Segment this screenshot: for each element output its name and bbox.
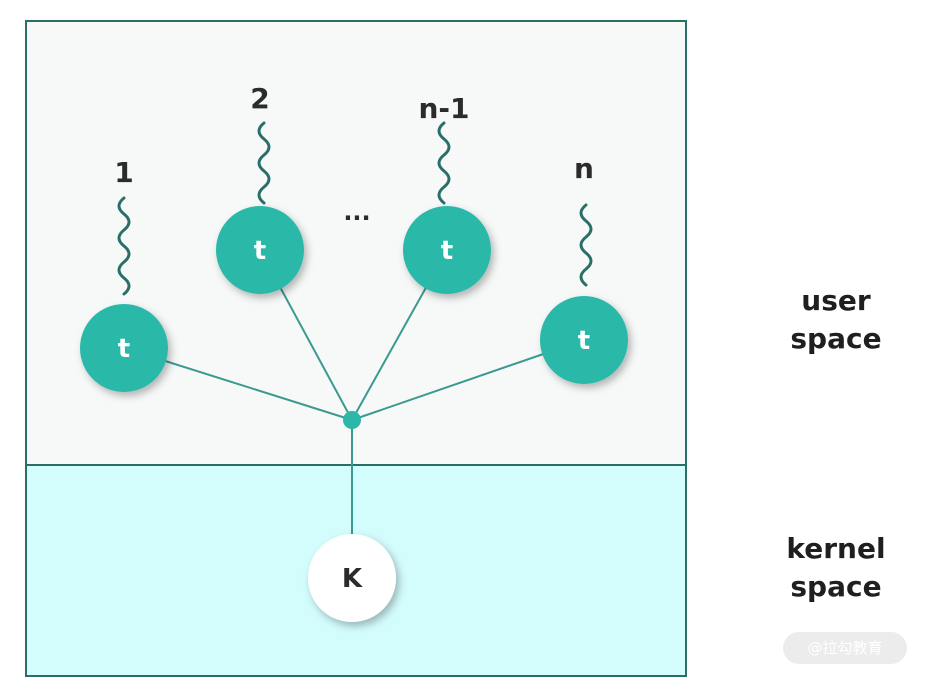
thread-label-n: n (574, 152, 594, 185)
user-space-label: user space (756, 282, 916, 358)
thread-node-label: t (441, 236, 453, 266)
junction-dot (343, 411, 361, 429)
thread-label-2: 2 (250, 82, 269, 115)
watermark-badge: @拉勾教育 (783, 632, 907, 664)
thread-node-1: t (80, 304, 168, 392)
kernel-space-label-line1: kernel (786, 532, 886, 565)
wave-thread-2 (257, 121, 271, 205)
thread-node-n-1: t (403, 206, 491, 294)
wave-thread-n-1 (437, 121, 451, 205)
kernel-space-label-line2: space (790, 570, 882, 603)
user-space-label-line1: user (801, 284, 871, 317)
ellipsis: ... (343, 198, 370, 226)
kernel-node-label: K (342, 564, 363, 594)
user-space-label-line2: space (790, 322, 882, 355)
wave-thread-n (579, 203, 593, 287)
thread-node-label: t (578, 326, 590, 356)
user-space-region (25, 20, 687, 466)
thread-node-label: t (254, 236, 266, 266)
thread-node-2: t (216, 206, 304, 294)
thread-label-1: 1 (114, 156, 133, 189)
wave-thread-1 (117, 196, 131, 296)
thread-label-n-1: n-1 (418, 92, 469, 125)
kernel-space-label: kernel space (756, 530, 916, 606)
thread-node-label: t (118, 334, 130, 364)
thread-waves (117, 121, 593, 296)
kernel-node: K (308, 534, 396, 622)
thread-node-n: t (540, 296, 628, 384)
